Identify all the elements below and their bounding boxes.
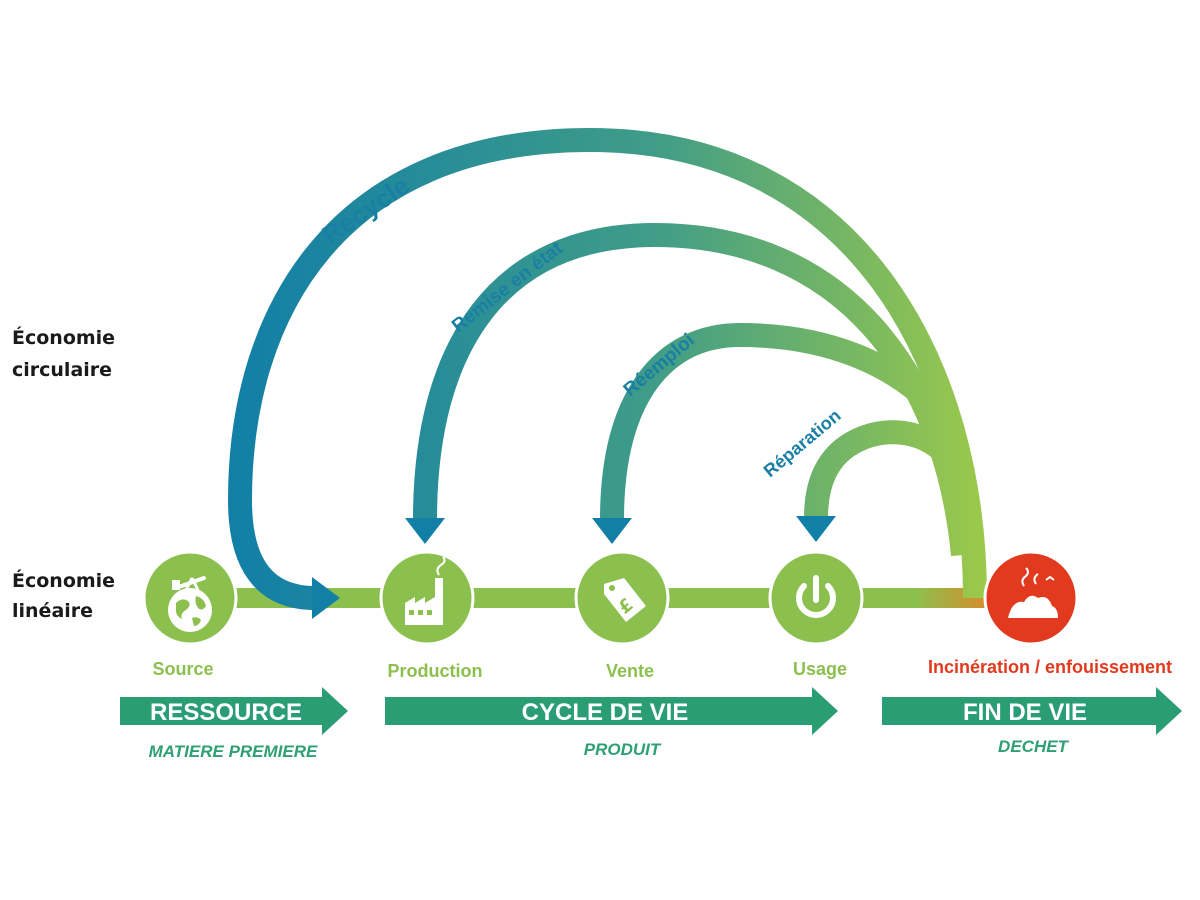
usage-node — [768, 550, 864, 646]
vente-label: Vente — [606, 661, 654, 681]
fin-de-vie-sub-label: DECHET — [998, 737, 1070, 756]
factory-icon — [405, 556, 446, 625]
landfill-fire-icon — [1008, 567, 1058, 618]
vente-node: £ — [574, 550, 670, 646]
globe-pumpjack-icon — [168, 576, 212, 632]
end-of-life-node — [983, 550, 1079, 646]
reemploi-label: Réemploi — [620, 330, 699, 401]
remise-en-etat-label: Remise en état — [448, 237, 567, 337]
recycle-loop-arc — [227, 127, 987, 610]
linear-economy-label-line2: linéaire — [12, 600, 93, 622]
reemploi-loop-arc — [600, 322, 960, 521]
reemploi-arrowhead — [592, 518, 632, 544]
reparation-loop-arc — [804, 420, 968, 519]
price-tag-pound-icon: £ — [604, 578, 646, 622]
production-label: Production — [388, 661, 483, 681]
linear-economy-label-line1: Économie — [12, 569, 115, 592]
ressource-sub-label: MATIERE PREMIERE — [149, 742, 318, 761]
source-label: Source — [152, 659, 213, 679]
usage-label: Usage — [793, 659, 847, 679]
power-icon — [796, 575, 836, 619]
circular-economy-label-line1: Économie — [12, 326, 115, 349]
recycle-label: Recycle — [317, 170, 415, 250]
circular-economy-label-line2: circulaire — [12, 359, 112, 381]
end-of-life-label: Incinération / enfouissement — [928, 657, 1172, 677]
cycle-de-vie-band: CYCLE DE VIE — [385, 687, 838, 735]
reparation-arrowhead — [796, 516, 836, 542]
source-node — [142, 550, 238, 646]
cycle-de-vie-band-label: CYCLE DE VIE — [522, 699, 689, 726]
recycle-arrowhead — [312, 577, 340, 619]
production-node — [379, 550, 475, 646]
fin-de-vie-band: FIN DE VIE — [882, 687, 1182, 735]
ressource-band: RESSOURCE — [120, 687, 348, 735]
cycle-de-vie-sub-label: PRODUIT — [584, 740, 662, 759]
remise-en-etat-arrowhead — [405, 518, 445, 544]
ressource-band-label: RESSOURCE — [150, 699, 302, 726]
fin-de-vie-band-label: FIN DE VIE — [963, 699, 1087, 726]
